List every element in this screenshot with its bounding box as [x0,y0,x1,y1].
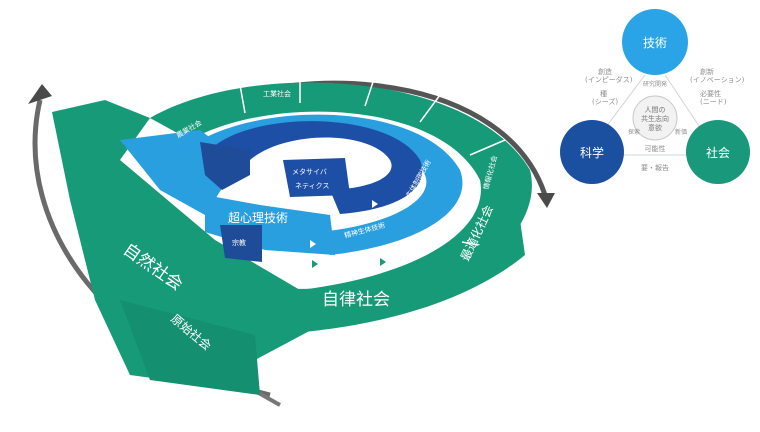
edge-left-upper-1: 創造 [598,67,612,76]
label-shukyo: 宗教 [232,238,246,247]
middle-blue-ring [185,114,463,255]
shukyo-block [220,225,262,262]
edge-bottom-upper: 可能性 [645,144,666,153]
edge-right-upper-1: 創新 [700,67,714,76]
label-kogyo-shakai: 工業社会 [263,89,291,98]
triangle-diagram: 人間の 共生志向 意欲 技術 科学 社会 創造 (インピーダス) 種 (シーズ)… [560,9,750,184]
inner-navy-left [200,142,250,190]
node-kagaku [560,120,624,184]
center-line-3: 意欲 [648,123,662,132]
edge-inner-left: 探索 [628,128,640,136]
ring-markers-green [312,258,386,268]
label-netikusu: ネティクス [295,182,329,190]
center-line-1: 人間の [645,106,666,114]
green-jiritsu-band [255,220,525,335]
outer-green-ring [150,82,532,320]
edge-inner-right: 新価 [675,128,687,136]
edge-right-upper-2: (イノベーション) [690,76,745,84]
node-shakai [686,120,750,184]
node-shakai-label: 社会 [706,145,730,160]
ring-markers [258,186,378,248]
green-bottom-band [120,300,260,395]
edge-left-lower-1: 種 [600,90,607,98]
edge-right-lower-2: (ニード) [700,98,727,106]
node-kagaku-label: 科学 [580,145,604,160]
edge-inner-top: 研究開発 [643,80,667,88]
label-chou-shinri: 超心理技術 [228,210,288,225]
edge-bottom-lower: 要・報告 [641,163,669,172]
outer-arrow-left-head [28,84,52,104]
meta-block [283,158,350,197]
center-line-2: 共生志向 [641,114,669,123]
edge-right-lower-1: 必要性 [700,89,721,98]
edge-left-upper-2: (インピーダス) [585,75,633,84]
outer-arrow-right-head [537,193,555,208]
label-jiritsu-shakai: 自律社会 [322,290,390,310]
node-gijutsu [622,9,688,75]
center-circle [632,95,678,141]
label-metasai: メタサイバ [292,167,327,176]
edge-left-lower-2: (シーズ) [592,97,618,106]
inner-navy-ring [210,121,423,214]
node-gijutsu-label: 技術 [643,36,667,50]
